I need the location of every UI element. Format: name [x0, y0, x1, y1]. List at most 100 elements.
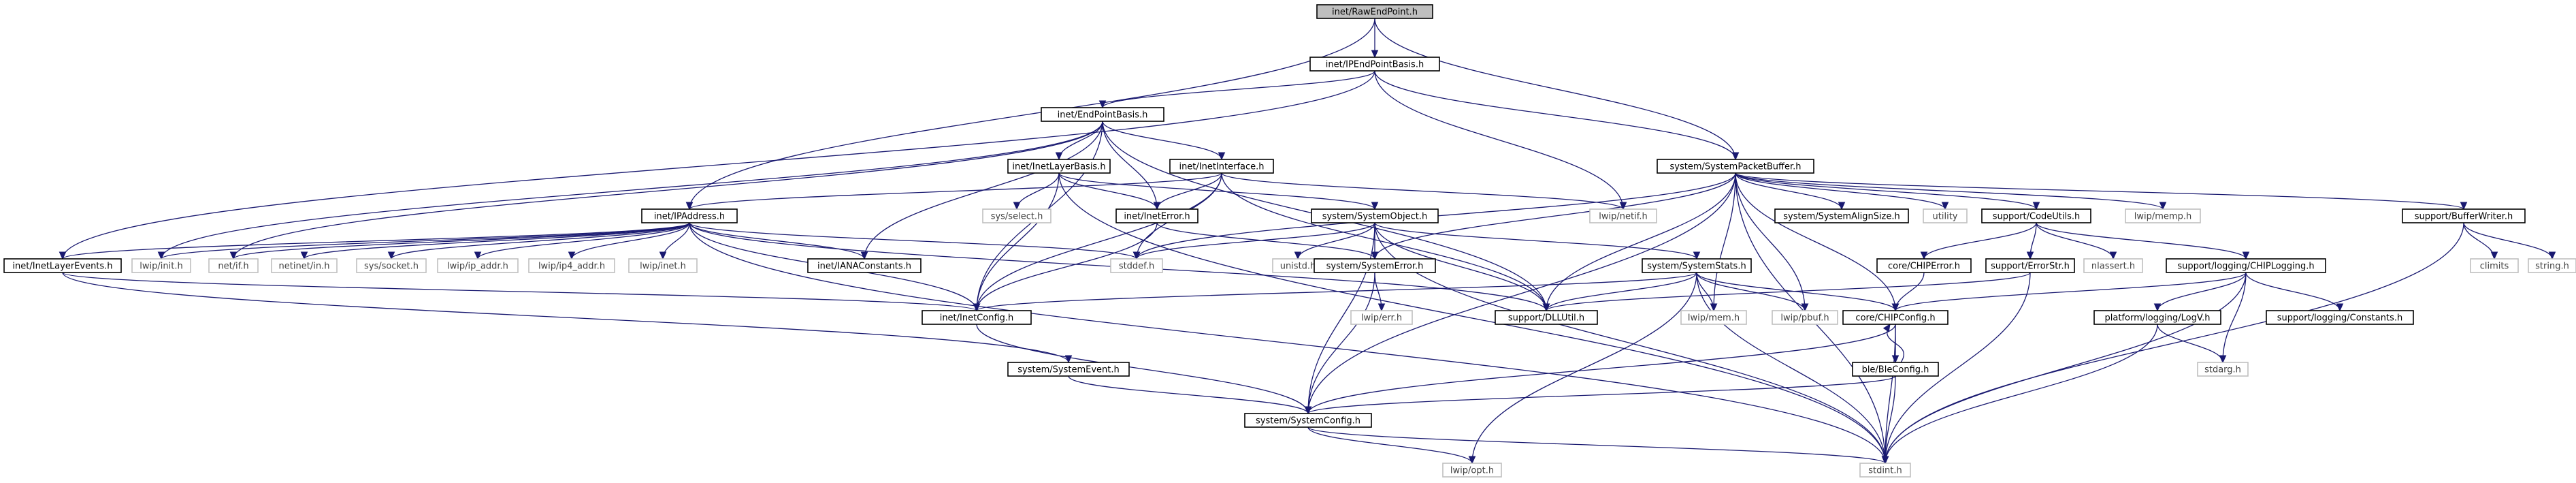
node-bw[interactable]: support/BufferWriter.h [2402, 208, 2526, 223]
edge-ipa-to-lwipinet [659, 222, 690, 260]
node-chiplog[interactable]: support/logging/CHIPLogging.h [2166, 258, 2326, 273]
node-label: lwip/err.h [1361, 313, 1402, 324]
node-box [1244, 413, 1372, 428]
edge-line [1374, 70, 1624, 210]
node-raw[interactable]: inet/RawEndPoint.h [1316, 4, 1433, 19]
node-label: support/CodeUtils.h [1993, 212, 2081, 222]
node-ilb[interactable]: inet/InetLayerBasis.h [1007, 159, 1111, 174]
node-label: inet/RawEndPoint.h [1332, 7, 1418, 18]
edge-ipa-to-lwipinit [157, 222, 690, 260]
arrowhead-icon [229, 251, 238, 260]
node-iana[interactable]: inet/IANAConstants.h [807, 258, 922, 273]
node-dll[interactable]: support/DLLUtil.h [1495, 310, 1598, 325]
edge-line [161, 121, 1103, 260]
edge-line [1307, 222, 1375, 414]
node-chipcfg[interactable]: core/CHIPConfig.h [1842, 310, 1949, 325]
node-box [807, 258, 922, 273]
edge-line [1713, 172, 1736, 311]
arrowhead-icon [1693, 251, 1701, 260]
edge-spb-to-bw [1735, 172, 2468, 211]
node-ssts[interactable]: system/SystemStats.h [1642, 258, 1752, 273]
node-box [2125, 208, 2201, 223]
node-cu[interactable]: support/CodeUtils.h [1981, 208, 2091, 223]
edge-line [62, 272, 1069, 363]
node-chiperr[interactable]: core/CHIPError.h [1876, 258, 1972, 273]
node-sevt[interactable]: system/SystemEvent.h [1007, 362, 1130, 377]
node-iif[interactable]: inet/InetInterface.h [1169, 159, 1274, 174]
node-spb[interactable]: system/SystemPacketBuffer.h [1657, 159, 1814, 174]
node-box [1923, 208, 1968, 223]
edge-line [1923, 222, 2037, 260]
edge-bw-to-climits [2463, 222, 2498, 260]
edge-line [1546, 172, 1736, 311]
edge-line [1546, 272, 2031, 311]
node-box [2470, 258, 2519, 273]
node-errstr[interactable]: support/ErrorStr.h [1985, 258, 2075, 273]
node-netif2: net/if.h [208, 258, 259, 273]
node-lwipip4: lwip/ip4_addr.h [528, 258, 615, 273]
edge-line [976, 324, 1309, 414]
node-epb[interactable]: inet/EndPointBasis.h [1041, 107, 1164, 122]
node-box [1852, 362, 1939, 377]
node-ile[interactable]: inet/InetLayerEvents.h [3, 258, 122, 273]
edge-line [1895, 272, 2247, 311]
node-sobj[interactable]: system/SystemObject.h [1311, 208, 1439, 223]
arrowhead-icon [1882, 323, 1891, 332]
node-box [1772, 310, 1838, 325]
edge-cu-to-chiperr [1920, 222, 2037, 260]
node-label: inet/InetConfig.h [940, 313, 1014, 324]
node-ipepb[interactable]: inet/IPEndPointBasis.h [1309, 57, 1440, 72]
node-box [1041, 107, 1164, 122]
edge-line [2463, 222, 2553, 260]
arrowhead-icon [1891, 303, 1900, 312]
node-label: lwip/netif.h [1599, 212, 1647, 222]
arrowhead-icon [1371, 251, 1379, 260]
node-box [1981, 208, 2091, 223]
edge-iif-to-ipa [685, 172, 1222, 211]
arrowhead-icon [1377, 303, 1386, 312]
node-label: inet/InetLayerBasis.h [1012, 162, 1105, 172]
node-ssas[interactable]: system/SystemAlignSize.h [1774, 208, 1909, 223]
arrowhead-icon [1371, 50, 1379, 59]
node-plog[interactable]: platform/logging/LogV.h [2093, 310, 2221, 325]
arrowhead-icon [1710, 303, 1718, 312]
node-logconst[interactable]: support/logging/Constants.h [2266, 310, 2414, 325]
node-ierr[interactable]: inet/InetError.h [1115, 208, 1199, 223]
node-box [2402, 208, 2526, 223]
edge-line [571, 222, 690, 260]
node-serr[interactable]: system/SystemError.h [1314, 258, 1436, 273]
node-label: support/DLLUtil.h [1508, 313, 1584, 324]
node-box [2266, 310, 2414, 325]
node-box [1169, 159, 1274, 174]
arrowhead-icon [1920, 251, 1928, 260]
node-box [271, 258, 338, 273]
node-label: string.h [2535, 262, 2569, 272]
node-box [437, 258, 519, 273]
edge-line [1221, 172, 1624, 210]
edge-line [1735, 172, 2164, 210]
node-ipa[interactable]: inet/IPAddress.h [641, 208, 738, 223]
arrowhead-icon [659, 251, 667, 260]
edge-line [62, 272, 977, 311]
arrowhead-icon [2242, 251, 2250, 260]
edge-line [1058, 172, 1375, 210]
node-box [3, 258, 122, 273]
node-box [1774, 208, 1909, 223]
node-label: ble/BleConfig.h [1862, 365, 1929, 375]
edge-line [1102, 121, 1158, 210]
node-label: support/logging/Constants.h [2277, 313, 2402, 324]
edge-chiplog-to-logconst [2245, 272, 2344, 312]
node-box [982, 208, 1051, 223]
node-label: unistd.h [1280, 262, 1316, 272]
edge-line [976, 272, 1697, 311]
node-box [2197, 362, 2249, 377]
arrowhead-icon [2032, 202, 2040, 211]
node-box [922, 310, 1032, 325]
node-label: system/SystemPacketBuffer.h [1669, 162, 1801, 172]
node-box [2093, 310, 2221, 325]
node-blecfg[interactable]: ble/BleConfig.h [1852, 362, 1939, 377]
node-scfg[interactable]: system/SystemConfig.h [1244, 413, 1372, 428]
node-icfg[interactable]: inet/InetConfig.h [922, 310, 1032, 325]
